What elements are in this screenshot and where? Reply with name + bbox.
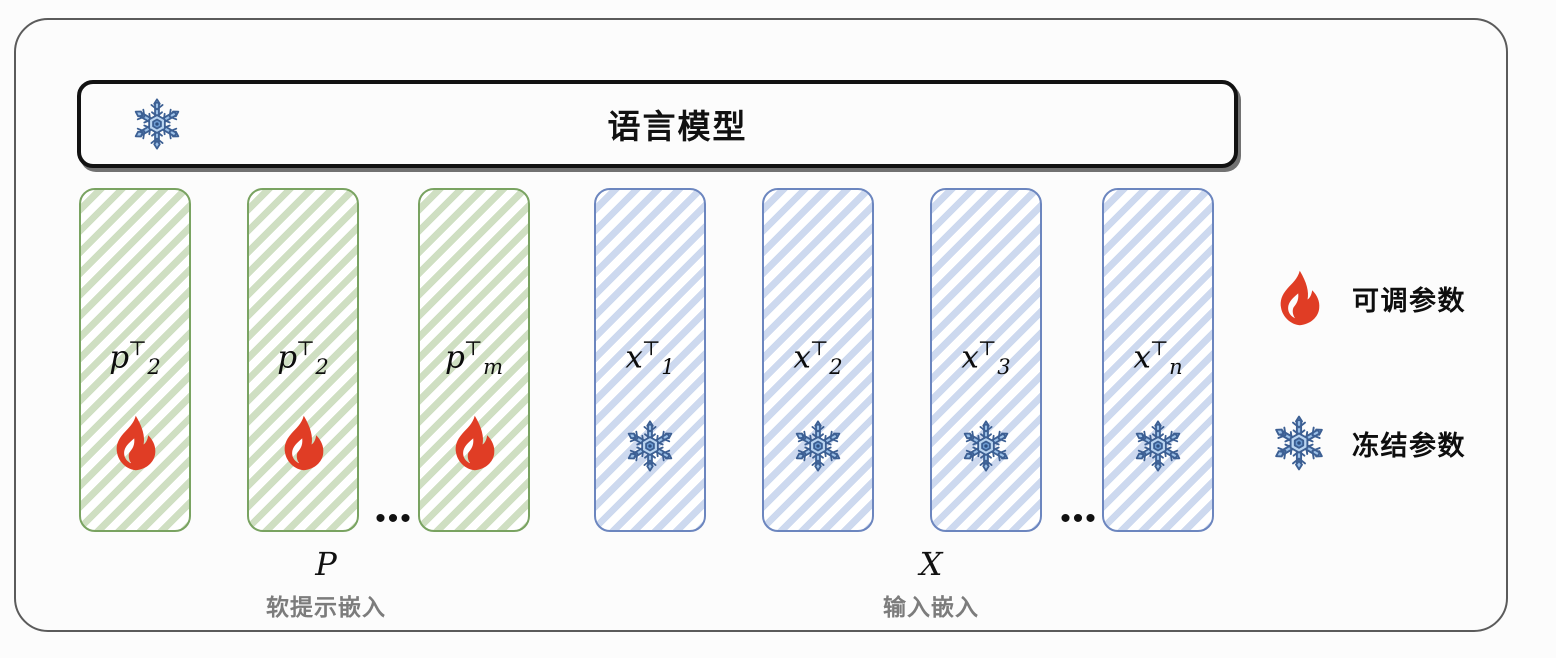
fire-icon	[449, 415, 499, 471]
prompt-block-1-label: p⊤2	[109, 336, 161, 380]
input-block-3-label: x⊤3	[961, 336, 1011, 380]
fire-icon	[110, 415, 160, 471]
legend-label-frozen: 冻结参数	[1352, 430, 1466, 461]
input-block-1-label: x⊤1	[625, 336, 675, 380]
prompt-group-caption: P 软提示嵌入	[201, 545, 451, 622]
input-group-symbol: X	[919, 545, 943, 583]
prompt-block-1: p⊤2	[79, 188, 191, 532]
language-model-box: 语言模型	[77, 80, 1238, 168]
legend-label-tunable: 可调参数	[1352, 285, 1466, 316]
input-ellipsis: •••	[1060, 502, 1098, 535]
prompt-block-3-label: p⊤m	[444, 336, 504, 380]
input-block-1: x⊤1	[594, 188, 706, 532]
input-block-4: x⊤n	[1102, 188, 1214, 532]
fire-icon	[1268, 267, 1330, 329]
prompt-block-2: p⊤2	[247, 188, 359, 532]
input-block-3: x⊤3	[930, 188, 1042, 532]
fire-icon	[278, 415, 328, 471]
snowflake-icon	[1130, 418, 1186, 474]
snowflake-icon	[958, 418, 1014, 474]
snowflake-icon	[622, 418, 678, 474]
snowflake-icon	[1268, 412, 1330, 474]
diagram-frame: 语言模型 p⊤2 p⊤2 •••	[14, 18, 1508, 632]
token-block-row: p⊤2 p⊤2 ••• p⊤m	[16, 188, 1556, 536]
legend-item-tunable: 可调参数	[1268, 268, 1508, 328]
input-group-caption: X 输入嵌入	[806, 545, 1056, 622]
snowflake-icon	[129, 96, 185, 152]
legend: 可调参数 冻结参数	[1268, 268, 1508, 473]
prompt-ellipsis: •••	[375, 502, 413, 535]
prompt-group-label: 软提示嵌入	[266, 593, 386, 620]
input-block-2: x⊤2	[762, 188, 874, 532]
prompt-block-3: p⊤m	[418, 188, 530, 532]
page-title: 语言模型	[607, 108, 748, 145]
prompt-group-symbol: P	[315, 545, 337, 583]
input-group-label: 输入嵌入	[883, 593, 979, 620]
input-block-4-label: x⊤n	[1133, 336, 1183, 380]
legend-item-frozen: 冻结参数	[1268, 413, 1508, 473]
snowflake-icon	[790, 418, 846, 474]
prompt-block-2-label: p⊤2	[277, 336, 329, 380]
input-block-2-label: x⊤2	[793, 336, 843, 380]
